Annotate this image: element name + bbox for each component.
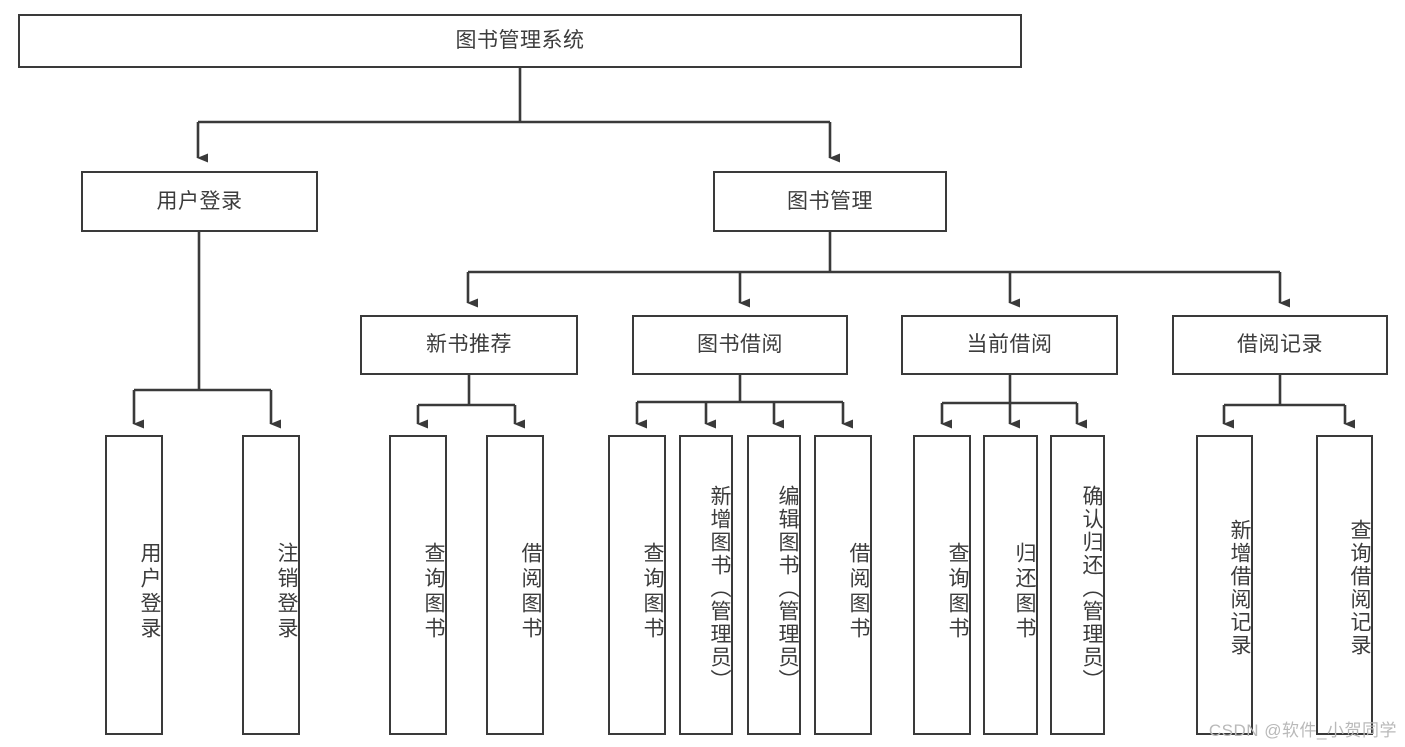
- node-label: 图书管理系统: [455, 29, 585, 53]
- node-label: 图书借阅: [697, 333, 783, 357]
- node-label: 编辑图书（管理员）: [776, 484, 799, 692]
- node-label: 查询图书: [641, 542, 664, 642]
- node-label: 借阅图书: [847, 542, 870, 642]
- leaf-current-borrow-return[interactable]: 归还图书: [983, 435, 1038, 735]
- leaf-user-login-login[interactable]: 用户登录: [105, 435, 163, 735]
- node-label: 当前借阅: [966, 333, 1053, 357]
- node-label: 查询借阅记录: [1348, 519, 1371, 657]
- leaf-new-book-borrow[interactable]: 借阅图书: [486, 435, 544, 735]
- node-label: 用户登录: [156, 189, 243, 213]
- leaf-current-borrow-confirm[interactable]: 确认归还（管理员）: [1050, 435, 1105, 735]
- leaf-book-borrow-query[interactable]: 查询图书: [608, 435, 666, 735]
- leaf-borrow-record-query[interactable]: 查询借阅记录: [1316, 435, 1373, 735]
- leaf-book-borrow-borrow[interactable]: 借阅图书: [814, 435, 872, 735]
- node-label: 新增图书（管理员）: [708, 484, 731, 692]
- node-borrow-record[interactable]: 借阅记录: [1172, 315, 1388, 375]
- node-new-book-recommend[interactable]: 新书推荐: [360, 315, 578, 375]
- node-label: 注销登录: [275, 542, 298, 642]
- leaf-new-book-query[interactable]: 查询图书: [389, 435, 447, 735]
- node-label: 借阅记录: [1237, 333, 1323, 357]
- leaf-book-borrow-add[interactable]: 新增图书（管理员）: [679, 435, 733, 735]
- node-label: 用户登录: [138, 542, 161, 642]
- leaf-book-borrow-edit[interactable]: 编辑图书（管理员）: [747, 435, 801, 735]
- leaf-user-login-logout[interactable]: 注销登录: [242, 435, 300, 735]
- node-current-borrow[interactable]: 当前借阅: [901, 315, 1118, 375]
- node-root-system[interactable]: 图书管理系统: [18, 14, 1022, 68]
- node-label: 图书管理: [787, 189, 873, 213]
- node-label: 查询图书: [946, 542, 969, 642]
- node-label: 查询图书: [422, 542, 445, 642]
- node-label: 确认归还（管理员）: [1080, 484, 1103, 692]
- node-label: 借阅图书: [519, 542, 542, 642]
- node-label: 新书推荐: [426, 333, 512, 357]
- node-label: 新增借阅记录: [1228, 519, 1251, 657]
- node-book-management[interactable]: 图书管理: [713, 171, 947, 232]
- watermark-text: CSDN @软件_小贺同学: [1208, 721, 1397, 740]
- node-label: 归还图书: [1013, 542, 1036, 642]
- leaf-borrow-record-add[interactable]: 新增借阅记录: [1196, 435, 1253, 735]
- node-book-borrow[interactable]: 图书借阅: [632, 315, 848, 375]
- node-user-login[interactable]: 用户登录: [81, 171, 318, 232]
- leaf-current-borrow-query[interactable]: 查询图书: [913, 435, 971, 735]
